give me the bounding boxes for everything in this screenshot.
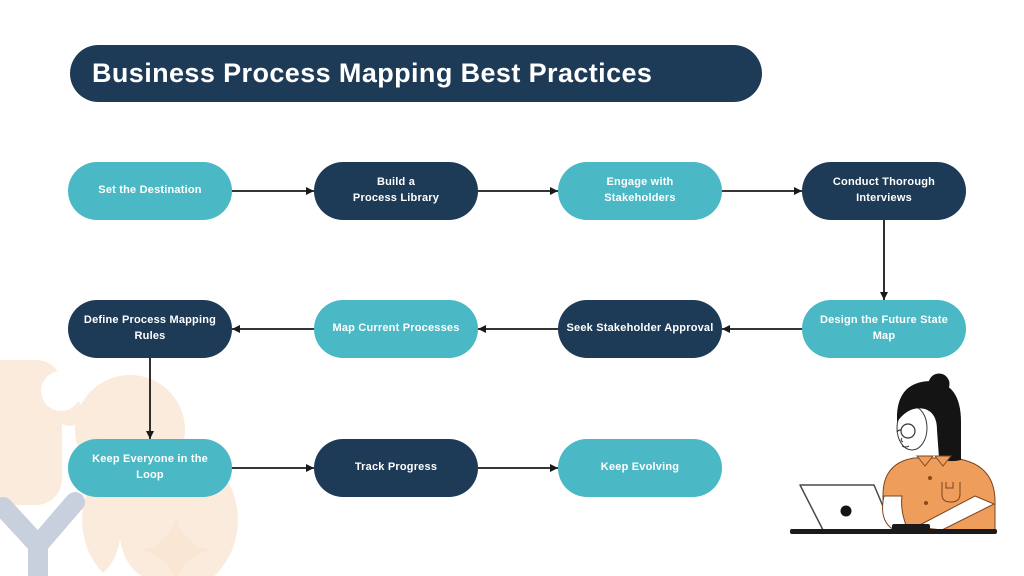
process-node-seek-approval: Seek Stakeholder Approval bbox=[558, 300, 722, 358]
process-node-engage-stakeholders: Engage with Stakeholders bbox=[558, 162, 722, 220]
process-node-set-destination: Set the Destination bbox=[68, 162, 232, 220]
process-node-keep-evolving: Keep Evolving bbox=[558, 439, 722, 497]
person-laptop-illustration bbox=[790, 373, 997, 534]
process-node-define-rules: Define Process Mapping Rules bbox=[68, 300, 232, 358]
title-banner: Business Process Mapping Best Practices bbox=[70, 45, 762, 102]
process-node-design-future-state: Design the Future State Map bbox=[802, 300, 966, 358]
process-node-build-library: Build a Process Library bbox=[314, 162, 478, 220]
process-node-conduct-interviews: Conduct Thorough Interviews bbox=[802, 162, 966, 220]
sparkle-white-icon bbox=[98, 539, 142, 576]
process-node-map-current: Map Current Processes bbox=[314, 300, 478, 358]
page-title: Business Process Mapping Best Practices bbox=[92, 58, 653, 88]
puzzle-piece-decoration bbox=[0, 360, 83, 505]
y-shape-decoration bbox=[0, 492, 85, 576]
process-node-track-progress: Track Progress bbox=[314, 439, 478, 497]
process-node-keep-loop: Keep Everyone in the Loop bbox=[68, 439, 232, 497]
sparkle-icon bbox=[142, 516, 210, 576]
